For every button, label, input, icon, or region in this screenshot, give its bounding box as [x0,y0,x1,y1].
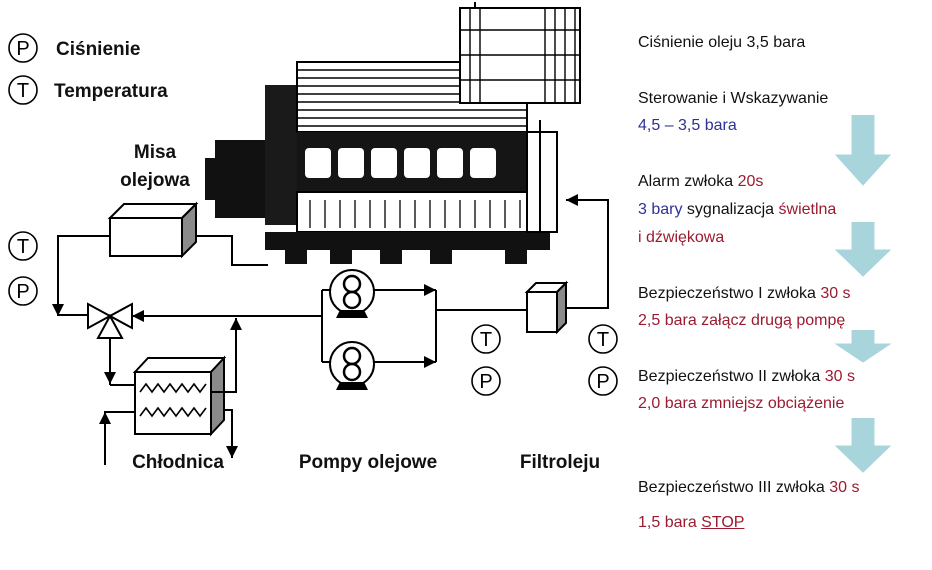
alarm-levels-panel: Ciśnienie oleju 3,5 bara Sterowanie i Ws… [638,0,928,570]
safety3-action: 1,5 bara STOP [638,512,744,534]
pressure-symbol-icon [8,33,38,63]
sensor-letter: P [16,281,29,303]
engine-icon [205,2,581,264]
pressure-symbol-letter: P [16,38,29,60]
control-title: Sterowanie i Wskazywanie [638,90,829,107]
alarm-title: Alarm zwłoka 20s [638,171,763,193]
sensor-t-left: T [8,231,38,261]
sensor-t-after-filter: T [588,324,618,354]
down-arrow-icon [834,330,892,363]
safety1-delay: 30 s [820,285,851,302]
sensor-letter: P [596,371,609,393]
oil-filter-icon [524,280,569,335]
temperature-symbol-letter: T [17,80,29,102]
temperature-sensor-icon [8,231,38,261]
oil-pressure-text: Ciśnienie oleju 3,5 bara [638,34,806,51]
oil-pump-1-icon [329,269,375,318]
sensor-p-after-filter: P [588,366,618,396]
sensor-letter: T [17,236,29,258]
stop-text: STOP [701,514,745,531]
pressure-sensor-icon [588,366,618,396]
oil-pan-box [109,217,183,257]
alarm-light: świetlna [778,201,837,218]
alarm-title-text: Alarm zwłoka [638,173,738,190]
oil-system-diagram: P Ciśnienie T Temperatura [8,2,618,473]
filter-label: Filtroleju [520,452,600,473]
alarm-line2: 3 bary sygnalizacja świetlna [638,199,836,221]
oil-pump-2-icon [329,341,375,390]
pressure-sensor-icon [471,366,501,396]
safety1-action: 2,5 bara załącz drugą pompę [638,312,846,329]
sensor-p-before-filter: P [471,366,501,396]
safety1-title: Bezpieczeństwo I zwłoka 30 s [638,283,851,305]
cooler-label: Chłodnica [132,452,224,473]
safety3-title-text: Bezpieczeństwo III zwłoka [638,479,830,496]
sensor-letter: P [479,371,492,393]
legend-temperature-label: Temperatura [54,81,168,102]
legend-temperature: T Temperatura [8,75,168,105]
down-arrow-icon [834,115,892,186]
oil-pan-label-line2: olejowa [120,170,190,191]
legend-pressure: P Ciśnienie [8,33,140,63]
safety2-action: 2,0 bara zmniejsz obciążenie [638,395,845,412]
safety1-title-text: Bezpieczeństwo I zwłoka [638,285,821,302]
safety3-action-value: 1,5 bara [638,514,702,531]
safety2-title: Bezpieczeństwo II zwłoka 30 s [638,366,855,388]
temperature-sensor-icon [471,324,501,354]
temperature-symbol-icon [8,75,38,105]
temperature-sensor-icon [588,324,618,354]
alarm-delay: 20s [737,173,764,190]
down-arrow-icon [834,418,892,473]
sensor-p-left: P [8,276,38,306]
pumps-label: Pompy olejowe [299,452,437,473]
down-arrow-icon [834,222,892,277]
control-range: 4,5 – 3,5 bara [638,117,737,134]
oil-piping [52,194,609,465]
pressure-sensor-icon [8,276,38,306]
alarm-value: 3 bary [638,201,683,218]
safety2-delay: 30 s [824,368,855,385]
sensor-t-before-filter: T [471,324,501,354]
alarm-text: sygnalizacja [682,201,779,218]
three-way-valve-icon [87,302,133,339]
sensor-letter: T [480,329,492,351]
legend-pressure-label: Ciśnienie [56,39,140,60]
sensor-letter: T [597,329,609,351]
oil-pan-label-line1: Misa [134,142,177,163]
safety3-title: Bezpieczeństwo III zwłoka 30 s [638,477,859,499]
cooler-icon [132,355,227,437]
safety3-delay: 30 s [829,479,860,496]
alarm-sound: i dźwiękowa [638,229,725,246]
safety2-title-text: Bezpieczeństwo II zwłoka [638,368,825,385]
